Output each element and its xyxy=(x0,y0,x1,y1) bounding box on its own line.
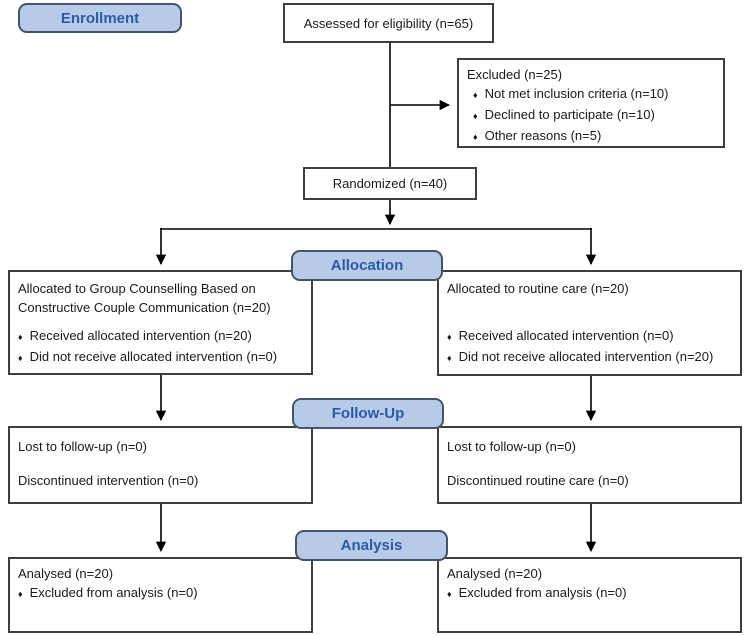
allocation-routine-care-title: Allocated to routine care (n=20) xyxy=(447,281,629,296)
excluded-title: Excluded (n=25) xyxy=(467,67,563,82)
list-item: ♦ Declined to participate (n=10) xyxy=(473,105,715,126)
list-item: ♦ Excluded from analysis (n=0) xyxy=(18,583,303,604)
stage-label-allocation: Allocation xyxy=(291,250,443,281)
analysis-bullet-text: Excluded from analysis (n=0) xyxy=(458,585,627,600)
diamond-bullet-icon: ♦ xyxy=(473,90,478,100)
analysis-title: Analysed (n=20) xyxy=(18,566,114,581)
followup-line2: Discontinued intervention (n=0) xyxy=(18,473,199,488)
analysis-title: Analysed (n=20) xyxy=(447,566,543,581)
diamond-bullet-icon: ♦ xyxy=(447,353,452,363)
randomized-text: Randomized (n=40) xyxy=(332,176,448,191)
followup-routine-care-box: Lost to follow-up (n=0) Discontinued rou… xyxy=(437,426,742,504)
stage-label-followup-text: Follow-Up xyxy=(331,405,405,422)
allocation-routine-care-bullet-list: ♦ Received allocated intervention (n=0) … xyxy=(447,326,732,368)
stage-label-followup: Follow-Up xyxy=(292,398,444,429)
stage-label-analysis: Analysis xyxy=(295,530,448,561)
list-item: ♦ Did not receive allocated intervention… xyxy=(447,347,732,368)
stage-label-analysis-text: Analysis xyxy=(340,537,403,554)
list-item: ♦ Not met inclusion criteria (n=10) xyxy=(473,84,715,105)
randomized-box: Randomized (n=40) xyxy=(303,167,477,200)
excluded-bullet-list: ♦ Not met inclusion criteria (n=10) ♦ De… xyxy=(473,84,715,147)
allocation-bullet-text: Received allocated intervention (n=0) xyxy=(458,328,674,343)
allocation-intervention-title: Allocated to Group Counselling Based on … xyxy=(18,281,271,315)
list-item: ♦ Received allocated intervention (n=20) xyxy=(18,326,303,347)
followup-line2: Discontinued routine care (n=0) xyxy=(447,473,629,488)
assessed-eligibility-box: Assessed for eligibility (n=65) xyxy=(283,3,494,43)
assessed-eligibility-text: Assessed for eligibility (n=65) xyxy=(303,15,474,31)
list-item: ♦ Other reasons (n=5) xyxy=(473,126,715,147)
followup-intervention-box: Lost to follow-up (n=0) Discontinued int… xyxy=(8,426,313,504)
diamond-bullet-icon: ♦ xyxy=(18,332,23,342)
analysis-bullet-list: ♦ Excluded from analysis (n=0) xyxy=(447,583,732,604)
list-item: ♦ Received allocated intervention (n=0) xyxy=(447,326,732,347)
diamond-bullet-icon: ♦ xyxy=(18,353,23,363)
list-item: ♦ Did not receive allocated intervention… xyxy=(18,347,303,368)
followup-line1: Lost to follow-up (n=0) xyxy=(18,439,147,454)
excluded-bullet-text: Not met inclusion criteria (n=10) xyxy=(484,86,669,101)
excluded-box: Excluded (n=25) ♦ Not met inclusion crit… xyxy=(457,58,725,148)
allocation-bullet-text: Received allocated intervention (n=20) xyxy=(29,328,252,343)
diamond-bullet-icon: ♦ xyxy=(473,132,478,142)
allocation-bullet-text: Did not receive allocated intervention (… xyxy=(458,349,714,364)
diamond-bullet-icon: ♦ xyxy=(473,111,478,121)
stage-label-enrollment: Enrollment xyxy=(18,3,182,33)
allocation-intervention-box: Allocated to Group Counselling Based on … xyxy=(8,270,313,375)
analysis-bullet-list: ♦ Excluded from analysis (n=0) xyxy=(18,583,303,604)
diamond-bullet-icon: ♦ xyxy=(447,332,452,342)
excluded-bullet-text: Other reasons (n=5) xyxy=(484,128,602,143)
analysis-routine-care-box: Analysed (n=20) ♦ Excluded from analysis… xyxy=(437,557,742,633)
allocation-bullet-text: Did not receive allocated intervention (… xyxy=(29,349,278,364)
diamond-bullet-icon: ♦ xyxy=(18,589,23,599)
diamond-bullet-icon: ♦ xyxy=(447,589,452,599)
allocation-intervention-bullet-list: ♦ Received allocated intervention (n=20)… xyxy=(18,326,303,368)
stage-label-allocation-text: Allocation xyxy=(330,257,404,274)
allocation-routine-care-box: Allocated to routine care (n=20) ♦ Recei… xyxy=(437,270,742,376)
list-item: ♦ Excluded from analysis (n=0) xyxy=(447,583,732,604)
analysis-bullet-text: Excluded from analysis (n=0) xyxy=(29,585,198,600)
followup-line1: Lost to follow-up (n=0) xyxy=(447,439,576,454)
analysis-intervention-box: Analysed (n=20) ♦ Excluded from analysis… xyxy=(8,557,313,633)
stage-label-enrollment-text: Enrollment xyxy=(60,9,140,27)
excluded-bullet-text: Declined to participate (n=10) xyxy=(484,107,655,122)
